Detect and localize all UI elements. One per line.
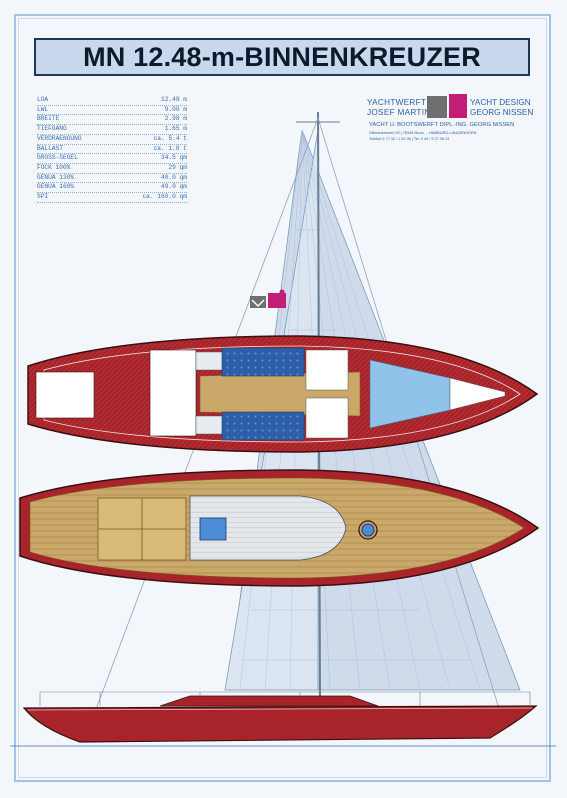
deckhouse (189, 495, 347, 561)
spec-value: 1.65 m (164, 125, 187, 133)
deck-plan (19, 469, 540, 587)
spec-value: ca. 5.4 t (153, 134, 187, 142)
profile-hull (22, 705, 538, 743)
spec-value: 40.0 qm (161, 173, 187, 181)
nav-station (195, 415, 225, 435)
spec-label: LOA (37, 96, 49, 103)
spec-row: SPI ca. 160.0 qm (37, 193, 187, 203)
spec-label: SPI (37, 193, 49, 201)
logo-address2: Telefon 0 77 32 / 1 53 06 | Tel. 0 40 / … (369, 137, 450, 141)
title-box: MN 12.48-m-BINNENKREUZER (34, 38, 530, 76)
stern-cockpit (35, 371, 95, 419)
spec-label: GENUA 160% (37, 183, 75, 191)
logo-right-line2: GEORG NISSEN (470, 108, 534, 117)
spec-row: VERDRAENGUNG ca. 5.4 t (37, 135, 187, 145)
spec-row: TIEFGANG 1.65 m (37, 125, 187, 135)
spec-label: TIEFGANG (37, 125, 67, 133)
spec-row: GENUA 130% 40.0 qm (37, 174, 187, 184)
logo-right-line1: YACHT DESIGN (470, 98, 531, 107)
spec-label: BREITE (37, 115, 60, 123)
spec-value: 29 qm (168, 163, 187, 171)
spec-label: LWL (37, 105, 49, 113)
spec-row: GENUA 160% 49.0 qm (37, 183, 187, 194)
spec-table: LOA 12.48 m LWL 9.00 m BREITE 2.98 m TIEFGANG 1… (37, 96, 187, 203)
spec-label: VERDRAENGUNG (37, 134, 82, 142)
forward-hatch (361, 523, 375, 537)
yard-logo-icon (427, 96, 447, 118)
spec-row: LOA 12.48 m (37, 96, 187, 106)
spec-value: 12.48 m (161, 96, 187, 103)
logo-subtitle: YACHT U. BOOTSWERFT DIPL.-ING. GEORG NIS… (369, 122, 515, 128)
logo-left-line2: JOSEF MARTIN (367, 108, 431, 117)
head-compartment (305, 349, 349, 391)
spec-value: ca. 1.8 t (153, 144, 187, 152)
galley (195, 351, 225, 371)
designer-logo-block: YACHTWERFT JOSEF MARTIN YACHT DESIGN GEO… (365, 94, 533, 150)
pulpit-rails (39, 691, 531, 706)
saloon-cushion-starboard (221, 411, 305, 441)
outer-frame (14, 14, 551, 782)
spec-value: 49.0 qm (161, 183, 187, 191)
logo-address1: Ottmarsbeuren 20 | 78345 Moos ... HAMBUR… (369, 131, 477, 135)
spec-row: GROSS-SEGEL 34.5 qm (37, 154, 187, 164)
spec-label: FOCK 100% (37, 163, 71, 171)
design-logo-icon (449, 94, 467, 118)
spec-row: BREITE 2.98 m (37, 115, 187, 126)
spec-label: BALLAST (37, 144, 63, 152)
spec-value: 9.00 m (164, 105, 187, 113)
page-title: MN 12.48-m-BINNENKREUZER (83, 41, 481, 72)
inner-frame (18, 18, 547, 778)
interior-plan (27, 335, 539, 453)
spec-row: BALLAST ca. 1.8 t (37, 145, 187, 155)
spec-row: LWL 9.00 m (37, 106, 187, 116)
saloon-cushion-port (221, 347, 305, 377)
sail-logo-icon (250, 289, 286, 308)
companionway-hatch (199, 517, 227, 541)
spec-value: 2.98 m (164, 115, 187, 123)
spec-label: GROSS-SEGEL (37, 154, 78, 162)
hull-profile (10, 691, 556, 747)
logo-left-line1: YACHTWERFT (367, 98, 427, 107)
spec-value: ca. 160.0 qm (142, 193, 187, 201)
cabin-top (159, 695, 379, 707)
spec-value: 34.5 qm (161, 154, 187, 162)
spec-row: FOCK 100% 29 qm (37, 164, 187, 174)
spec-label: GENUA 130% (37, 173, 75, 181)
